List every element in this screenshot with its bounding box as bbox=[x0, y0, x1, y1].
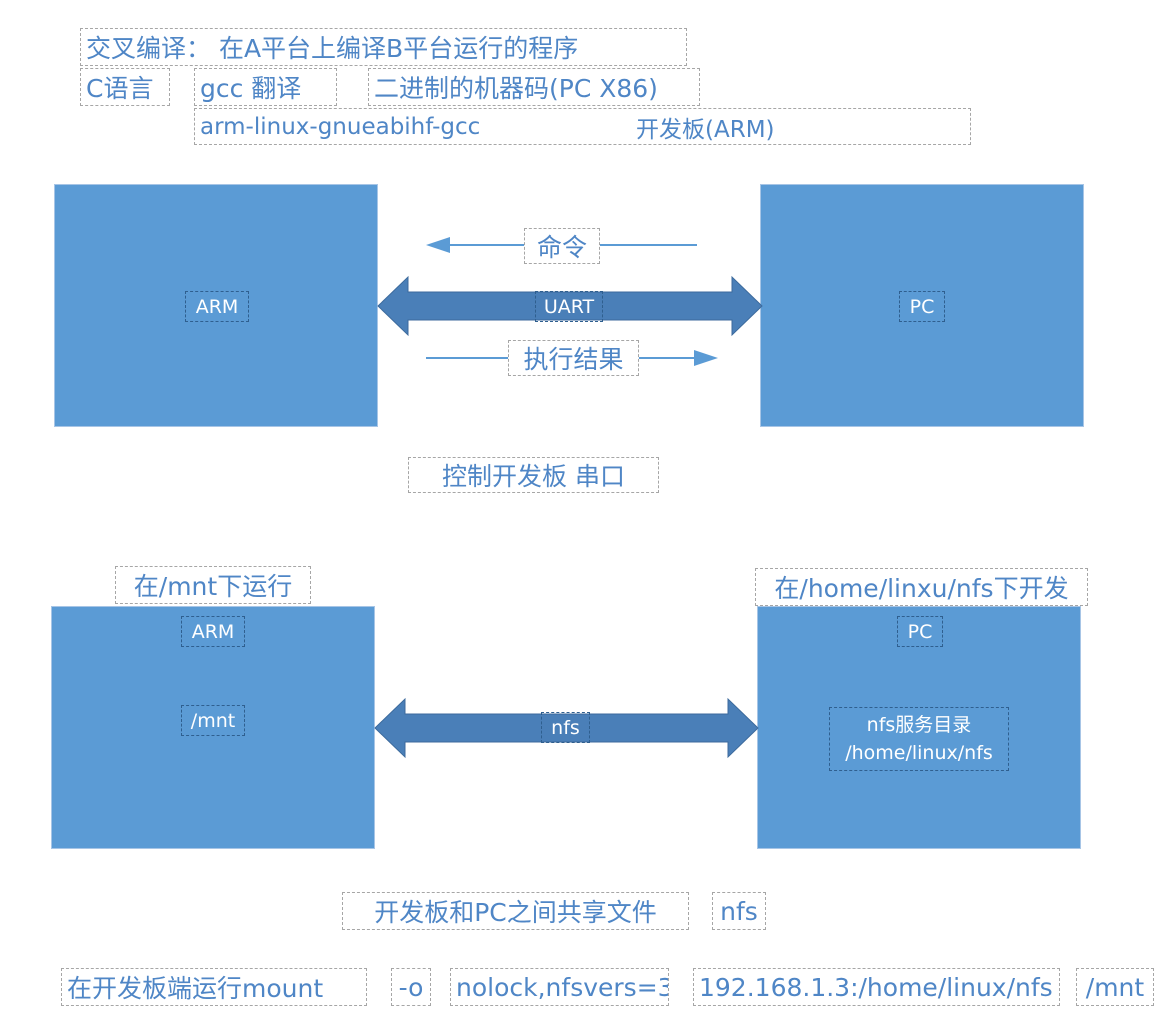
pc-box bbox=[760, 184, 1084, 427]
arm-label-2: ARM bbox=[181, 616, 245, 647]
arm-gcc-note-container: arm-linux-gnueabihf-gcc 开发板(ARM) bbox=[194, 108, 971, 145]
nfs-caption-tag: nfs bbox=[712, 892, 766, 930]
c-language-note: C语言 bbox=[80, 68, 170, 106]
mount-command-part5: /mnt bbox=[1076, 968, 1154, 1006]
nfs-service-dir-line1: nfs服务目录 bbox=[866, 714, 972, 736]
cross-compile-note: 交叉编译： 在A平台上编译B平台运行的程序 bbox=[80, 28, 687, 66]
nfs-service-dir-label: nfs服务目录 /home/linux/nfs bbox=[829, 707, 1009, 771]
command-label: 命令 bbox=[524, 228, 600, 264]
mnt-label: /mnt bbox=[181, 705, 245, 736]
nfs-service-dir-line2: /home/linux/nfs bbox=[845, 742, 993, 764]
serial-caption: 控制开发板 串口 bbox=[408, 457, 659, 493]
result-arrow-head bbox=[694, 350, 718, 366]
pc-label-2: PC bbox=[897, 616, 943, 647]
command-arrow-head bbox=[426, 237, 450, 253]
mount-command-part2: -o bbox=[391, 968, 431, 1006]
pc-dev-header: 在/home/linxu/nfs下开发 bbox=[755, 568, 1088, 606]
result-label: 执行结果 bbox=[508, 340, 639, 376]
dev-board-arm-note: 开发板(ARM) bbox=[636, 116, 775, 143]
mount-command-part4: 192.168.1.3:/home/linux/nfs bbox=[693, 968, 1060, 1006]
shared-files-caption: 开发板和PC之间共享文件 bbox=[342, 892, 689, 930]
arm-run-header: 在/mnt下运行 bbox=[115, 566, 311, 604]
mount-command-part1: 在开发板端运行mount bbox=[61, 968, 367, 1006]
gcc-translate-note: gcc 翻译 bbox=[194, 68, 337, 106]
arm-label: ARM bbox=[185, 291, 249, 322]
arm-gcc-note: arm-linux-gnueabihf-gcc bbox=[200, 113, 481, 140]
mount-command-part3: nolock,nfsvers=3 bbox=[450, 968, 669, 1006]
uart-double-arrow bbox=[377, 275, 763, 337]
pc-label: PC bbox=[899, 291, 945, 322]
arm-box bbox=[54, 184, 378, 427]
uart-label: UART bbox=[535, 291, 603, 322]
nfs-arrow-label: nfs bbox=[541, 712, 590, 743]
nfs-double-arrow bbox=[374, 697, 759, 759]
binary-code-note: 二进制的机器码(PC X86) bbox=[368, 68, 700, 106]
